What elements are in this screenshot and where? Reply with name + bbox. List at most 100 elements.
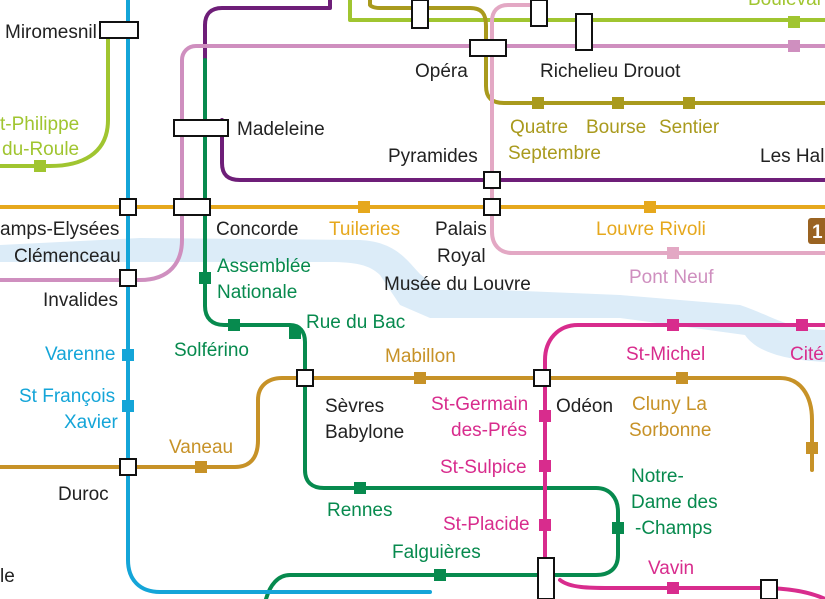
line-lime-left [0,28,110,168]
stop-pont-neuf[interactable] [667,247,679,259]
interchange-duroc[interactable] [119,458,137,476]
stop-cite[interactable] [796,319,808,331]
label-louvre-rivoli: Louvre Rivoli [596,219,706,240]
interchange-miromesnil[interactable] [99,21,139,39]
label-quatre-septembre-1: Quatre [510,117,568,138]
label-rennes: Rennes [327,500,393,521]
label-notre-dame-3: -Champs [635,518,712,539]
interchange-palais-royal[interactable] [483,198,501,216]
stop-cluny[interactable] [676,372,688,384]
interchange-champs[interactable] [119,198,137,216]
interchange-pyramides[interactable] [483,171,501,189]
label-st-sulpice: St-Sulpice [440,457,527,478]
label-palais-royal-1: Palais [435,219,487,240]
label-vaneau: Vaneau [169,437,233,458]
label-solferino: Solférino [174,340,249,361]
line-orchid [0,44,825,282]
stop-boulevard[interactable] [788,16,800,28]
stop-bourse[interactable] [612,97,624,109]
label-assemblee-2: Nationale [217,282,297,303]
stop-st-michel[interactable] [667,319,679,331]
stop-falguieres[interactable] [434,569,446,581]
interchange-montparnasse[interactable] [537,557,555,599]
line-badge-number: 1 [812,222,823,243]
label-richelieu-drouot: Richelieu Drouot [540,61,681,82]
label-champs-2: Clémenceau [14,246,121,267]
stop-notre-dame[interactable] [612,522,624,534]
interchange-top-3[interactable] [575,13,593,51]
interchange-madeleine[interactable] [173,119,229,137]
label-invalides: Invalides [43,290,118,311]
label-duroc: Duroc [58,484,109,505]
label-st-francois-2: Xavier [64,412,119,433]
stop-varenne[interactable] [122,349,134,361]
label-st-germain-2: des-Prés [451,420,527,441]
interchange-sevres[interactable] [296,369,314,387]
label-miromesnil: Miromesnil [5,22,97,43]
label-rue-du-bac: Rue du Bac [306,312,405,333]
stop-brown-east[interactable] [806,442,818,454]
stop-louvre-rivoli[interactable] [644,201,656,213]
stop-solferino[interactable] [228,319,240,331]
interchange-odeon[interactable] [533,369,551,387]
line-olive [368,0,825,105]
label-notre-dame-1: Notre- [631,466,684,487]
stop-st-placide[interactable] [539,519,551,531]
label-opera: Opéra [415,61,468,82]
stop-st-sulpice[interactable] [539,460,551,472]
label-edge-le: le [0,566,15,587]
interchange-invalides[interactable] [119,269,137,287]
label-assemblee-1: Assemblée [217,256,311,277]
stop-mabillon[interactable] [414,372,426,384]
stop-st-germain[interactable] [539,410,551,422]
stop-st-francois[interactable] [122,400,134,412]
stop-boulevard-orchid[interactable] [788,40,800,52]
label-sevres-2: Babylone [325,422,404,443]
interchange-concorde[interactable] [173,198,211,216]
interchange-south-east[interactable] [760,579,778,599]
label-odeon: Odéon [556,396,613,417]
stop-tuileries[interactable] [358,201,370,213]
stop-st-philippe[interactable] [34,160,46,172]
stop-assemblee[interactable] [199,272,211,284]
line-cyan [126,0,432,594]
label-cite: Cité [790,344,824,365]
line-lime-top [348,0,825,22]
label-st-francois-1: St François [19,386,115,407]
interchange-opera[interactable] [469,39,507,57]
label-palais-royal-3: Musée du Louvre [384,274,531,295]
label-notre-dame-2: Dame des [631,492,718,513]
line-brown [0,376,814,472]
label-boulevard: Boulevar [748,0,824,10]
stop-sentier[interactable] [683,97,695,109]
label-st-philippe-2: du-Roule [2,139,79,160]
label-cluny-1: Cluny La [632,394,707,415]
label-concorde: Concorde [216,219,298,240]
label-falguieres: Falguières [392,542,481,563]
label-sevres-1: Sèvres [325,396,384,417]
interchange-top-2[interactable] [530,0,548,27]
label-st-michel: St-Michel [626,344,705,365]
label-mabillon: Mabillon [385,346,456,367]
line-magenta-lower [558,578,825,599]
line-badge-box[interactable] [808,218,825,244]
line-purple [203,0,332,62]
river-seine [0,238,825,362]
stop-quatre-septembre[interactable] [532,97,544,109]
stop-rennes[interactable] [354,482,366,494]
line-purple-lower [220,118,825,182]
stop-vavin[interactable] [667,582,679,594]
label-vavin: Vavin [648,558,694,579]
label-pyramides: Pyramides [388,146,478,167]
stop-vaneau[interactable] [195,461,207,473]
label-champs-1: amps-Elysées [0,219,119,240]
line-magenta [543,323,825,599]
label-bourse: Bourse [586,117,646,138]
line-green [203,58,620,599]
stop-rue-du-bac[interactable] [289,327,301,339]
interchange-top-1[interactable] [411,0,429,29]
label-tuileries: Tuileries [329,219,400,240]
label-sentier: Sentier [659,117,720,138]
